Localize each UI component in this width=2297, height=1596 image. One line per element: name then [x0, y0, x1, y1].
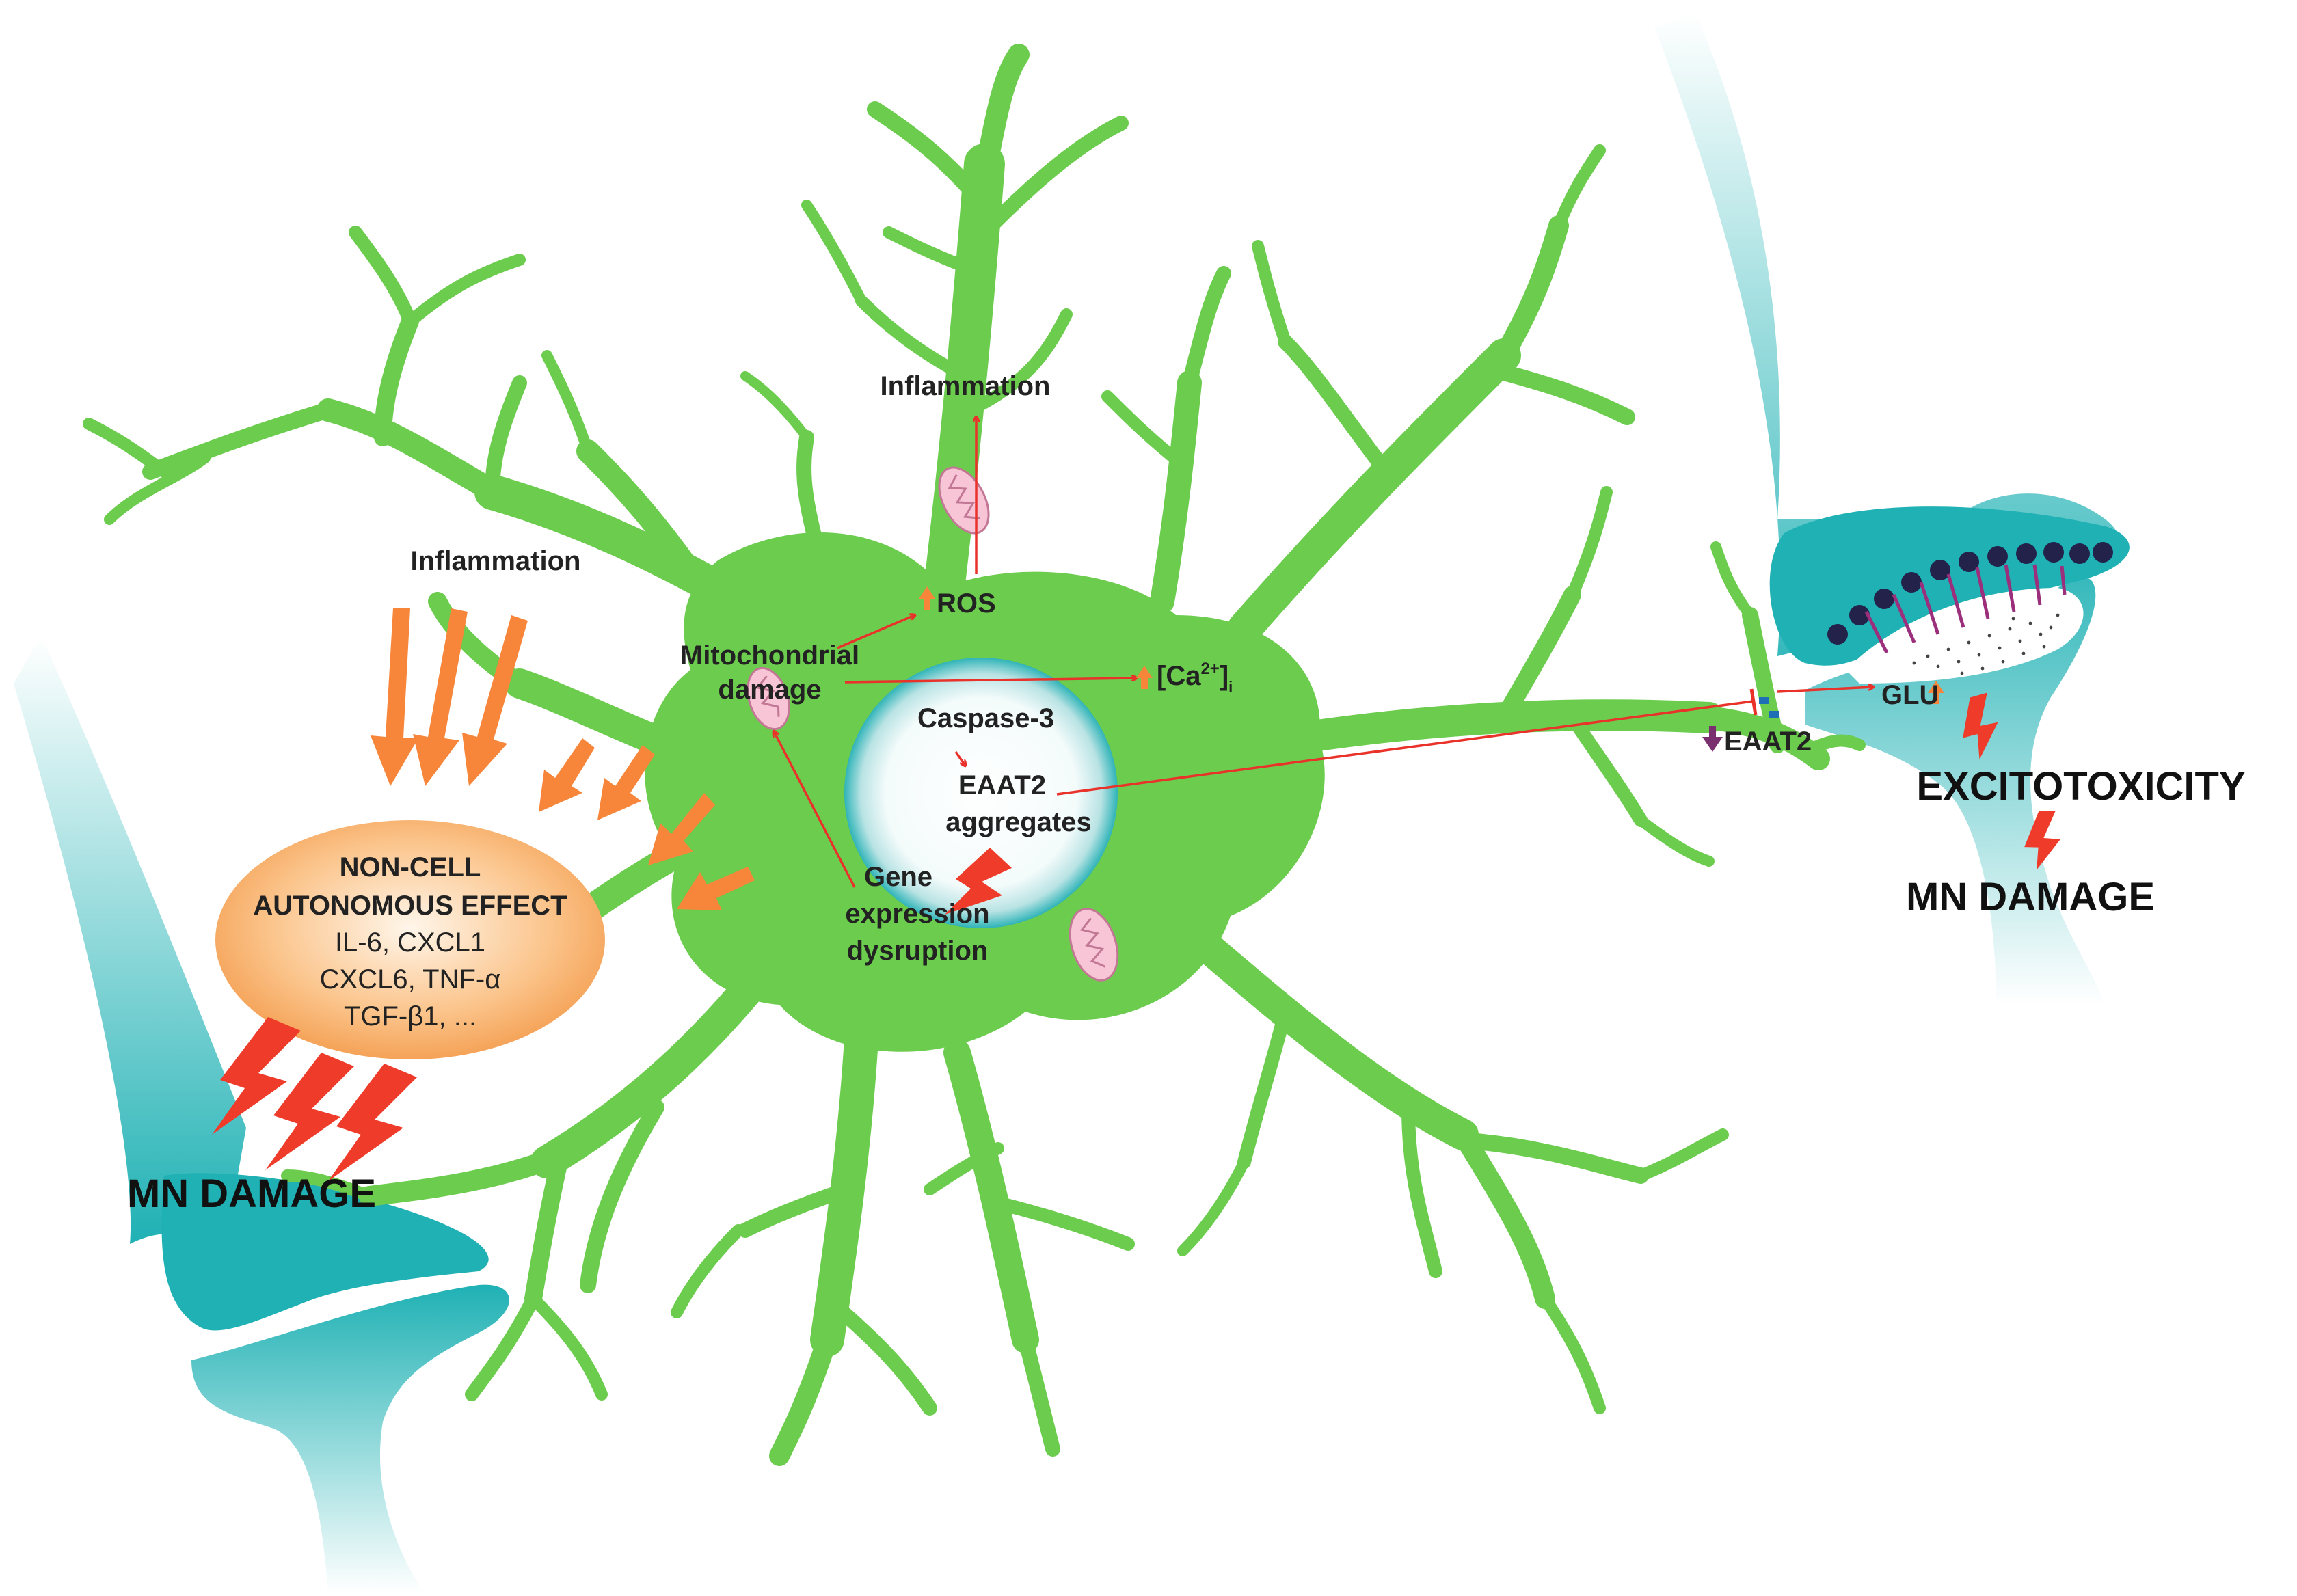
up-arrow-icon — [1136, 666, 1153, 689]
label-ros: ROS — [937, 589, 996, 619]
synaptic-cleft — [1846, 588, 2084, 684]
ellipse-cytokines-line1: IL-6, CXCL1 — [335, 928, 485, 958]
lightning-bolt-icon — [328, 1064, 417, 1181]
label-gene-line2: expression — [845, 899, 989, 929]
label-mito-line2: damage — [718, 675, 821, 705]
label-glu: GLU — [1881, 680, 1939, 710]
label-eaat2-line2: aggregates — [945, 807, 1091, 837]
right-neuron — [1654, 14, 2130, 1005]
left-neuron-terminal — [161, 1173, 489, 1331]
label-mn-damage-right: MN DAMAGE — [1906, 875, 2155, 919]
orange-arrow-icon — [462, 615, 528, 786]
label-calcium: [Ca2+]i — [1157, 660, 1233, 695]
lightning-bolt-icon — [212, 1017, 301, 1135]
label-eaat2-line1: EAAT2 — [958, 770, 1046, 800]
orange-arrow-icon — [648, 793, 715, 865]
label-inflammation-left: Inflammation — [411, 546, 581, 576]
label-inflammation-top: Inflammation — [881, 371, 1051, 401]
ellipse-cytokines-line2: CXCL6, TNF-α — [320, 964, 501, 995]
label-eaat2-synapse: EAAT2 — [1724, 727, 1812, 757]
arrow-gene-to-mito — [774, 731, 856, 888]
label-caspase: Caspase-3 — [917, 703, 1054, 733]
arrow-transporter-to-glu — [1777, 687, 1873, 693]
synaptic-vesicles — [1827, 542, 2113, 645]
label-gene-line3: dysruption — [847, 936, 989, 966]
inflammation-arrows — [371, 608, 755, 910]
release-arrows — [1864, 564, 2067, 654]
orange-arrow-icon — [413, 608, 468, 786]
orange-arrow-icon — [371, 608, 418, 786]
lightning-bolts — [212, 692, 2060, 1181]
ellipse-cytokines-line3: TGF-β1, ... — [344, 1001, 476, 1031]
lightning-bolt-icon — [265, 1053, 354, 1170]
up-arrow-icon — [1928, 681, 1944, 704]
eaat2-transporter — [1759, 697, 1769, 704]
left-neuron-axon — [14, 636, 246, 1244]
calcium-close: ] — [1220, 661, 1228, 691]
lightning-bolt-icon — [2024, 811, 2060, 870]
right-postsynaptic — [1805, 576, 2106, 1005]
orange-arrow-icon — [539, 738, 595, 812]
lightning-bolt-icon — [945, 848, 1012, 915]
pathway-arrows — [774, 417, 1873, 888]
nucleus — [844, 658, 1118, 928]
label-mn-damage-left: MN DAMAGE — [127, 1172, 376, 1216]
arrow-mito-to-calcium — [844, 678, 1136, 684]
label-excitotoxicity: EXCITOTOXICITY — [1916, 764, 2245, 809]
left-neuron-postsynaptic — [191, 1284, 509, 1593]
synapse-detail — [1759, 542, 2113, 718]
glutamate-dots — [1912, 613, 2060, 675]
arrow-mito-to-ros — [837, 615, 915, 649]
mitochondrion-icon — [1069, 908, 1119, 982]
ellipse-title-line1: NON-CELL — [340, 852, 481, 882]
right-presynaptic-bouton — [1769, 506, 2130, 666]
inhibition-eaat2-to-synapse — [1056, 700, 1754, 796]
indicator-arrows — [919, 586, 1944, 752]
ellipse-title-line2: AUTONOMOUS EFFECT — [253, 891, 567, 921]
arrow-caspase-to-eaat2 — [954, 750, 965, 766]
calcium-main: [Ca — [1157, 661, 1201, 691]
orange-arrow-icon — [677, 867, 755, 910]
lightning-bolt-icon — [1963, 692, 1998, 760]
up-arrow-icon — [919, 586, 935, 610]
calcium-subscript: i — [1228, 678, 1233, 695]
inhibition-bar — [1749, 688, 1758, 716]
down-arrow-icon — [1702, 726, 1723, 752]
label-mito-line1: Mitochondrial — [680, 640, 859, 671]
left-neuron — [14, 636, 509, 1593]
non-cell-autonomous-ellipse — [215, 820, 605, 1059]
mitochondrion-icon — [747, 666, 790, 731]
orange-arrow-icon — [597, 745, 655, 820]
eaat2-transporter — [1769, 711, 1779, 718]
label-gene-line1: Gene — [864, 862, 932, 892]
calcium-superscript: 2+ — [1200, 660, 1219, 678]
